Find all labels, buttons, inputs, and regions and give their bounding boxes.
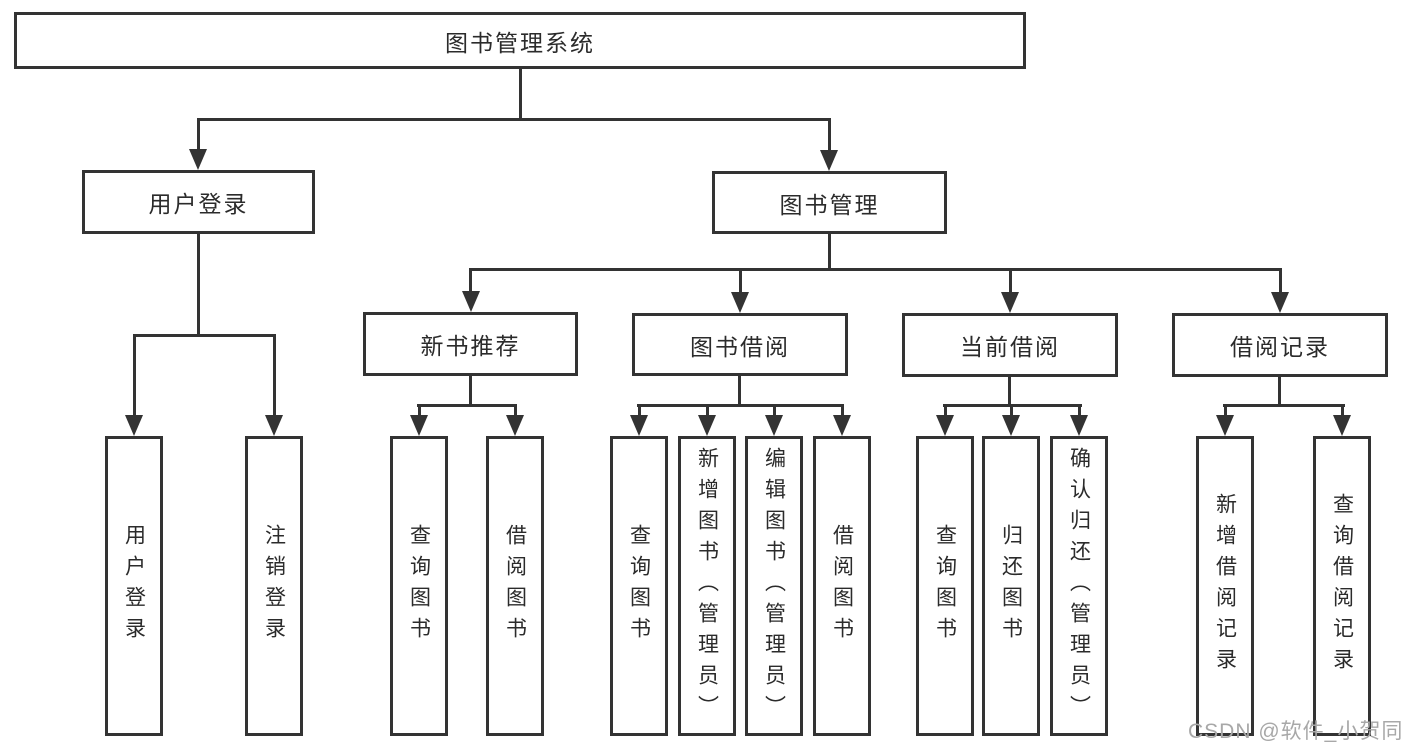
connector-bb-query-drop xyxy=(638,404,641,417)
leaf-logout-label: 注销登录 xyxy=(262,524,286,648)
leaf-borrowing-borrow-books: 借阅图书 xyxy=(813,436,871,736)
leaf-records-query-borrow-record-label: 查询借阅记录 xyxy=(1330,493,1354,679)
node-root: 图书管理系统 xyxy=(14,12,1026,69)
leaf-borrowing-query-books-label: 查询图书 xyxy=(627,524,651,648)
arrowhead-to-user-login xyxy=(189,149,207,170)
leaf-current-return-books-label: 归还图书 xyxy=(999,524,1023,648)
leaf-newbook-borrow-books: 借阅图书 xyxy=(486,436,544,736)
connector-bb-borrow-drop xyxy=(841,404,844,417)
connector-cb-return-drop xyxy=(1010,404,1013,417)
connector-nb-borrow-drop xyxy=(514,404,517,417)
leaf-current-query-books: 查询图书 xyxy=(916,436,974,736)
node-user-login: 用户登录 xyxy=(82,170,315,234)
leaf-user-login: 用户登录 xyxy=(105,436,163,736)
leaf-current-query-books-label: 查询图书 xyxy=(933,524,957,648)
connector-to-leaf-logout-drop xyxy=(273,334,276,416)
node-book-management-label: 图书管理 xyxy=(779,191,880,218)
leaf-borrowing-query-books: 查询图书 xyxy=(610,436,668,736)
arrowhead-to-br-query-record xyxy=(1333,415,1351,436)
leaf-user-login-label: 用户登录 xyxy=(122,524,146,648)
leaf-records-add-borrow-record-label: 新增借阅记录 xyxy=(1213,493,1237,679)
connector-cb-query-drop xyxy=(944,404,947,417)
connector-user-login-stem xyxy=(197,234,200,336)
connector-book-borrowing-rail xyxy=(637,404,843,407)
connector-root-rail xyxy=(197,118,831,121)
connector-new-book-stem xyxy=(469,376,472,407)
leaf-newbook-query-books-label: 查询图书 xyxy=(407,524,431,648)
connector-new-book-rail xyxy=(417,404,517,407)
leaf-current-confirm-return-admin: 确认归还（管理员） xyxy=(1050,436,1108,736)
node-current-borrowing-label: 当前借阅 xyxy=(960,334,1060,360)
arrowhead-to-new-book-recommend xyxy=(462,291,480,312)
connector-to-book-borrowing-drop xyxy=(739,268,742,294)
connector-borrowing-records-stem xyxy=(1278,377,1281,407)
leaf-current-confirm-return-admin-label: 确认归还（管理员） xyxy=(1067,446,1091,726)
leaf-current-return-books: 归还图书 xyxy=(982,436,1040,736)
arrowhead-to-book-borrowing xyxy=(731,292,749,313)
connector-br-add-drop xyxy=(1224,404,1227,417)
arrowhead-to-bb-edit-books xyxy=(765,415,783,436)
node-root-label: 图书管理系统 xyxy=(445,29,595,56)
csdn-watermark: CSDN @软件_小贺同学 xyxy=(1188,720,1404,743)
connector-bb-add-drop xyxy=(706,404,709,417)
node-new-book-recommend-label: 新书推荐 xyxy=(420,333,521,359)
connector-to-current-borrowing-drop xyxy=(1009,268,1012,294)
leaf-newbook-borrow-books-label: 借阅图书 xyxy=(503,524,527,648)
arrowhead-to-borrowing-records xyxy=(1271,292,1289,313)
arrowhead-to-bb-add-books xyxy=(698,415,716,436)
connector-root-to-user-login-drop xyxy=(197,118,200,152)
connector-book-management-stem xyxy=(828,234,831,271)
node-borrowing-records: 借阅记录 xyxy=(1172,313,1388,377)
connector-bb-edit-drop xyxy=(773,404,776,417)
leaf-newbook-query-books: 查询图书 xyxy=(390,436,448,736)
arrowhead-to-bb-query-books xyxy=(630,415,648,436)
arrowhead-to-bb-borrow-books xyxy=(833,415,851,436)
node-book-borrowing: 图书借阅 xyxy=(632,313,848,376)
arrowhead-to-leaf-login xyxy=(125,415,143,436)
connector-book-management-rail xyxy=(469,268,1282,271)
connector-root-stem xyxy=(519,69,522,121)
leaf-borrowing-borrow-books-label: 借阅图书 xyxy=(830,524,854,648)
arrowhead-to-cb-confirm-return xyxy=(1070,415,1088,436)
arrowhead-to-current-borrowing xyxy=(1001,292,1019,313)
arrowhead-to-br-add-record xyxy=(1216,415,1234,436)
connector-borrowing-records-rail xyxy=(1223,404,1345,407)
connector-to-new-book-drop xyxy=(469,268,472,294)
connector-nb-query-drop xyxy=(418,404,421,417)
arrowhead-to-book-management xyxy=(820,150,838,171)
leaf-records-query-borrow-record: 查询借阅记录 xyxy=(1313,436,1371,736)
node-new-book-recommend: 新书推荐 xyxy=(363,312,578,376)
node-book-borrowing-label: 图书借阅 xyxy=(690,333,790,360)
arrowhead-to-nb-query-books xyxy=(410,415,428,436)
connector-br-query-drop xyxy=(1341,404,1344,417)
arrowhead-to-leaf-logout xyxy=(265,415,283,436)
connector-book-borrowing-stem xyxy=(738,376,741,407)
node-user-login-label: 用户登录 xyxy=(148,191,249,217)
leaf-borrowing-add-books-admin: 新增图书（管理员） xyxy=(678,436,736,736)
connector-to-borrowing-records-drop xyxy=(1279,268,1282,294)
connector-current-borrowing-stem xyxy=(1008,377,1011,407)
leaf-borrowing-edit-books-admin: 编辑图书（管理员） xyxy=(745,436,803,736)
leaf-records-add-borrow-record: 新增借阅记录 xyxy=(1196,436,1254,736)
connector-to-leaf-login-drop xyxy=(133,334,136,416)
leaf-logout: 注销登录 xyxy=(245,436,303,736)
leaf-borrowing-edit-books-admin-label: 编辑图书（管理员） xyxy=(762,446,786,726)
node-book-management: 图书管理 xyxy=(712,171,947,234)
connector-user-login-rail xyxy=(133,334,276,337)
connector-root-to-book-management-drop xyxy=(828,118,831,152)
connector-cb-confirm-drop xyxy=(1078,404,1081,417)
node-borrowing-records-label: 借阅记录 xyxy=(1230,334,1330,360)
arrowhead-to-cb-query-books xyxy=(936,415,954,436)
arrowhead-to-nb-borrow-books xyxy=(506,415,524,436)
leaf-borrowing-add-books-admin-label: 新增图书（管理员） xyxy=(695,446,719,726)
node-current-borrowing: 当前借阅 xyxy=(902,313,1118,377)
arrowhead-to-cb-return-books xyxy=(1002,415,1020,436)
